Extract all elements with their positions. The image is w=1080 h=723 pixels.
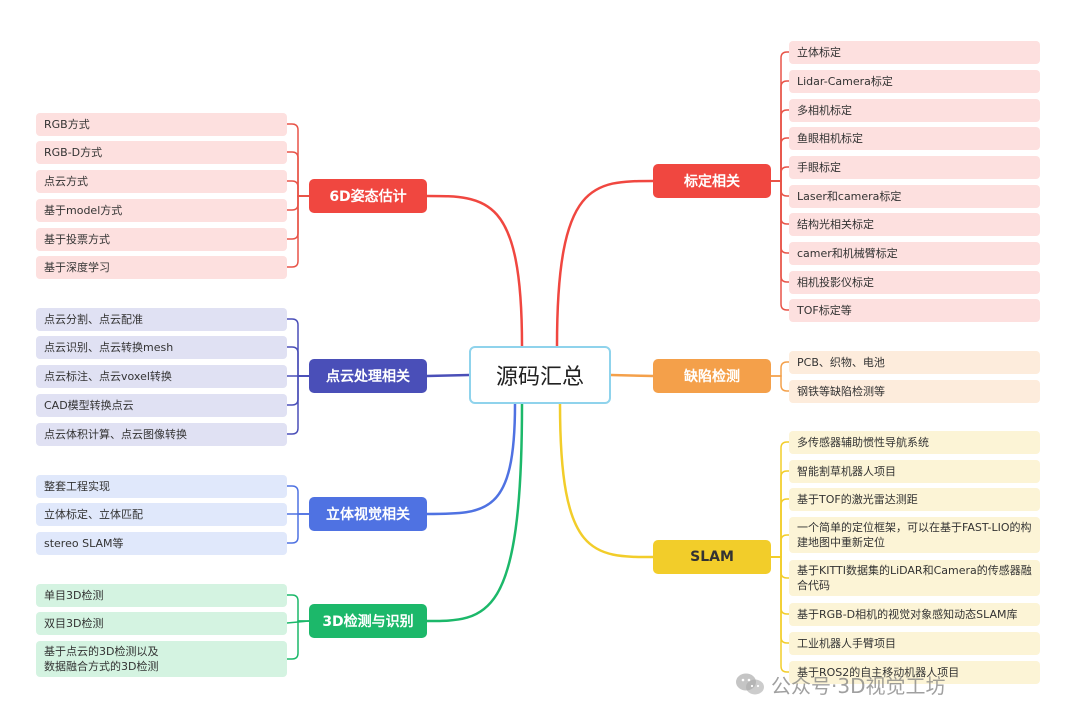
leaf-node[interactable]: 工业机器人手臂项目 <box>789 631 1040 655</box>
leaf-node[interactable]: 立体标定 <box>789 40 1040 64</box>
connector-line <box>287 594 309 622</box>
leaf-node[interactable]: 鱼眼相机标定 <box>789 126 1040 150</box>
connector-line <box>771 180 789 311</box>
leaf-node[interactable]: PCB、织物、电池 <box>789 350 1040 374</box>
connector-line <box>426 403 524 623</box>
connector-line <box>287 513 309 544</box>
connector-line <box>771 556 789 579</box>
leaf-node[interactable]: 基于KITTI数据集的LiDAR和Camera的传感器融合代码 <box>789 560 1040 596</box>
connector-line <box>771 556 789 673</box>
connector-line <box>287 620 309 660</box>
leaf-node[interactable]: 立体标定、立体匹配 <box>36 502 287 526</box>
leaf-node[interactable]: Lidar-Camera标定 <box>789 69 1040 93</box>
connector-line <box>771 51 789 182</box>
connector-line <box>771 180 789 197</box>
leaf-node[interactable]: camer和机械臂标定 <box>789 241 1040 265</box>
connector-line <box>771 498 789 558</box>
leaf-node[interactable]: 智能割草机器人项目 <box>789 459 1040 483</box>
connector-line <box>287 180 309 197</box>
connector-line <box>287 123 309 197</box>
connector-line <box>771 470 789 558</box>
leaf-node[interactable]: 基于TOF的激光雷达测距 <box>789 487 1040 511</box>
connector-line <box>287 195 309 268</box>
leaf-node[interactable]: CAD模型转换点云 <box>36 393 287 417</box>
connector-line <box>771 180 789 254</box>
branch-node[interactable]: 6D姿态估计 <box>309 179 427 213</box>
connector-line <box>287 346 309 377</box>
leaf-node[interactable]: 点云方式 <box>36 169 287 193</box>
leaf-node[interactable]: Laser和camera标定 <box>789 184 1040 208</box>
connector-line <box>771 375 789 392</box>
leaf-node[interactable]: 基于RGB-D相机的视觉对象感知动态SLAM库 <box>789 602 1040 626</box>
connector-line <box>771 137 789 182</box>
connector-line <box>771 180 789 225</box>
leaf-node[interactable]: 基于点云的3D检测以及数据融合方式的3D检测 <box>36 641 287 677</box>
leaf-node[interactable]: 结构光相关标定 <box>789 212 1040 236</box>
leaf-node[interactable]: stereo SLAM等 <box>36 531 287 555</box>
leaf-node[interactable]: 点云分割、点云配准 <box>36 307 287 331</box>
leaf-node[interactable]: 基于ROS2的自主移动机器人项目 <box>789 660 1040 684</box>
branch-node[interactable]: 点云处理相关 <box>309 359 427 393</box>
leaf-node[interactable]: 点云标注、点云voxel转换 <box>36 364 287 388</box>
connector-line <box>558 403 654 559</box>
connector-line <box>771 361 789 377</box>
leaf-node[interactable]: 双目3D检测 <box>36 611 287 635</box>
branch-node[interactable]: SLAM <box>653 540 771 574</box>
leaf-node[interactable]: 相机投影仪标定 <box>789 270 1040 294</box>
connector-line <box>426 403 517 516</box>
connector-line <box>771 80 789 182</box>
connector-line <box>287 375 309 435</box>
connector-line <box>771 556 789 644</box>
leaf-node[interactable]: 基于model方式 <box>36 198 287 222</box>
connector-line <box>287 485 309 515</box>
root-node[interactable]: 源码汇总 <box>469 346 611 404</box>
leaf-node[interactable]: 手眼标定 <box>789 155 1040 179</box>
leaf-node[interactable]: 基于深度学习 <box>36 255 287 279</box>
branch-node[interactable]: 标定相关 <box>653 164 771 198</box>
leaf-node[interactable]: 钢铁等缺陷检测等 <box>789 379 1040 403</box>
branch-node[interactable]: 缺陷检测 <box>653 359 771 393</box>
leaf-node[interactable]: RGB方式 <box>36 112 287 136</box>
leaf-node[interactable]: 整套工程实现 <box>36 474 287 498</box>
leaf-node[interactable]: 点云识别、点云转换mesh <box>36 335 287 359</box>
leaf-node[interactable]: 单目3D检测 <box>36 583 287 607</box>
watermark-text: 公众号·3D视觉工坊 <box>771 673 946 698</box>
connector-line <box>771 166 789 182</box>
connector-line <box>287 318 309 377</box>
leaf-node[interactable]: 多相机标定 <box>789 98 1040 122</box>
connector-line <box>426 194 524 347</box>
connector-line <box>555 179 654 347</box>
leaf-node[interactable]: 基于投票方式 <box>36 227 287 251</box>
connector-line <box>426 373 470 378</box>
connector-line <box>771 556 789 615</box>
watermark: 公众号·3D视觉工坊 <box>735 668 945 700</box>
connector-line <box>771 534 789 558</box>
connector-line <box>287 151 309 197</box>
connector-line <box>771 109 789 182</box>
branch-node[interactable]: 3D检测与识别 <box>309 604 427 638</box>
leaf-node[interactable]: 点云体积计算、点云图像转换 <box>36 422 287 446</box>
branch-node[interactable]: 立体视觉相关 <box>309 497 427 531</box>
leaf-node[interactable]: 多传感器辅助惯性导航系统 <box>789 430 1040 454</box>
leaf-node[interactable]: RGB-D方式 <box>36 140 287 164</box>
connector-line <box>771 441 789 558</box>
leaf-node[interactable]: TOF标定等 <box>789 298 1040 322</box>
connector-line <box>610 373 654 378</box>
leaf-node[interactable]: 一个简单的定位框架，可以在基于FAST-LIO的构建地图中重新定位 <box>789 517 1040 553</box>
wechat-icon <box>736 673 764 695</box>
